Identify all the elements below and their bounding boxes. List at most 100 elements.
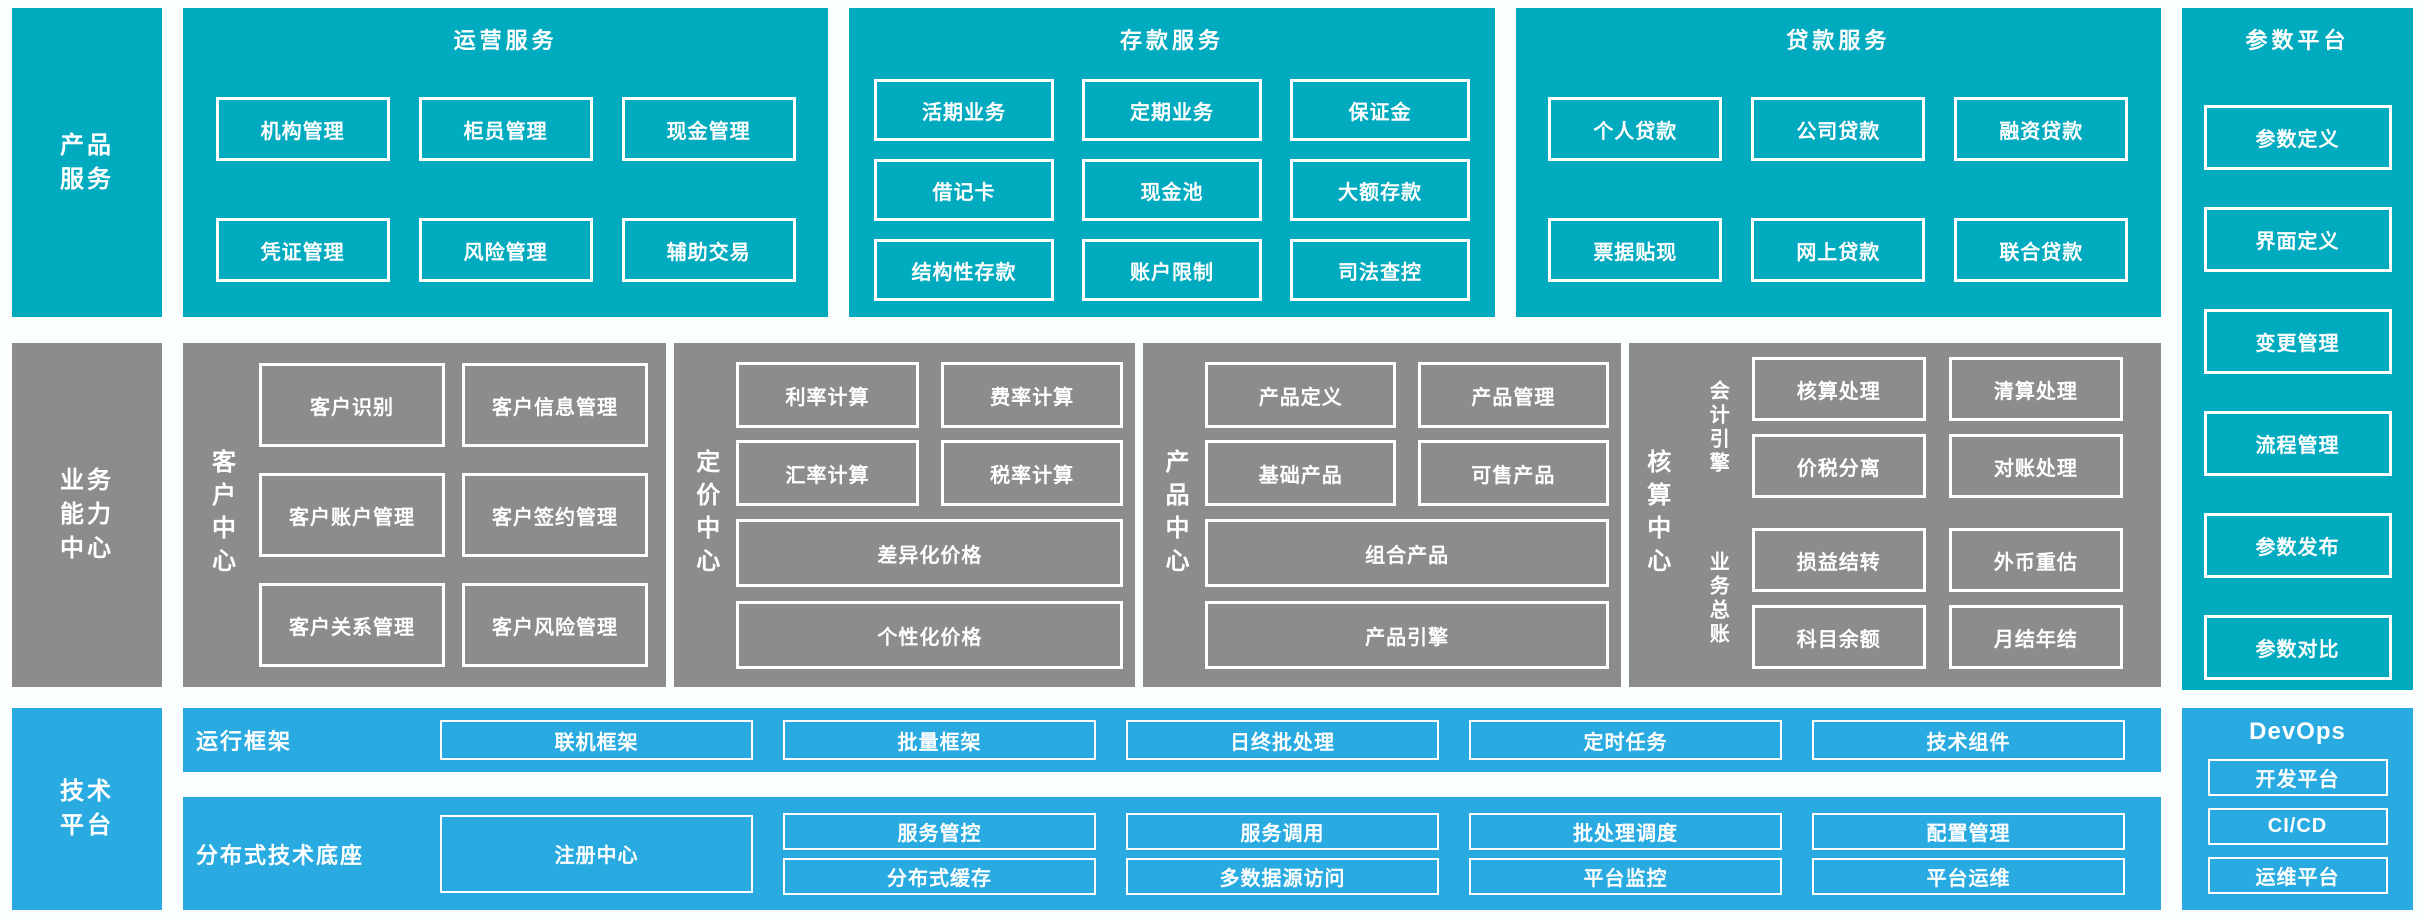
devops-node: 运维平台 xyxy=(2207,857,2388,894)
base-mini-column: 服务管控 分布式缓存 xyxy=(783,812,1096,895)
panel-devops: DevOps 开发平台 CI/CD 运维平台 xyxy=(2182,708,2413,910)
accounting-node: 损益结转 xyxy=(1751,528,1926,592)
accounting-center-label: 核算中心 xyxy=(1642,449,1670,581)
deposit-node: 活期业务 xyxy=(873,79,1054,141)
accounting-node: 月结年结 xyxy=(1948,605,2123,669)
sidebar-tech-platform: 技术平台 xyxy=(12,708,162,910)
ops-node: 机构管理 xyxy=(215,97,390,161)
customer-node: 客户识别 xyxy=(259,363,445,447)
accounting-node: 科目余额 xyxy=(1751,605,1926,669)
deposit-node: 现金池 xyxy=(1081,159,1262,221)
parameter-node: 参数发布 xyxy=(2203,513,2392,578)
runtime-boxes: 联机框架 批量框架 日终批处理 定时任务 技术组件 xyxy=(440,720,2125,760)
base-node: 分布式缓存 xyxy=(783,857,1096,895)
ops-node: 辅助交易 xyxy=(621,218,796,282)
base-node: 批处理调度 xyxy=(1469,812,1782,850)
devops-title: DevOps xyxy=(2249,718,2346,745)
panel-deposit-services: 存款服务 活期业务 定期业务 保证金 借记卡 现金池 大额存款 结构性存款 账户… xyxy=(849,8,1495,317)
product-node-wide: 组合产品 xyxy=(1205,519,1609,587)
product-node: 产品定义 xyxy=(1205,362,1397,428)
panel-parameter-platform: 参数平台 参数定义 界面定义 变更管理 流程管理 参数发布 参数对比 xyxy=(2182,8,2413,690)
customer-node: 客户风险管理 xyxy=(462,583,648,667)
distributed-base-label: 分布式技术底座 xyxy=(196,842,365,868)
runtime-node: 批量框架 xyxy=(783,720,1096,760)
panel-deposit-title: 存款服务 xyxy=(1119,28,1224,53)
product-center-label-wrap: 产品中心 xyxy=(1143,343,1205,687)
pricing-node-wide: 个性化价格 xyxy=(736,601,1124,669)
parameter-node: 流程管理 xyxy=(2203,411,2392,476)
left-sidebar-column: 产品服务 业务能力中心 技术平台 xyxy=(12,8,162,910)
loan-grid: 个人贷款 公司贷款 融资贷款 票据贴现 网上贷款 联合贷款 xyxy=(1548,97,2129,282)
base-mini-column: 批处理调度 平台监控 xyxy=(1469,812,1782,895)
business-ledger-label: 业务总账 xyxy=(1706,550,1729,647)
base-node: 平台监控 xyxy=(1469,857,1782,895)
base-node: 多数据源访问 xyxy=(1126,857,1439,895)
loan-node: 网上贷款 xyxy=(1751,218,1926,282)
loan-node: 个人贷款 xyxy=(1548,97,1723,161)
deposit-node: 结构性存款 xyxy=(873,239,1054,301)
accounting-groups: 会计引擎 核算处理 清算处理 价税分离 对账处理 业务总账 xyxy=(1684,343,2161,687)
pricing-node: 税率计算 xyxy=(940,440,1124,506)
pricing-center-label: 定价中心 xyxy=(691,449,719,581)
panel-loan-services: 贷款服务 个人贷款 公司贷款 融资贷款 票据贴现 网上贷款 联合贷款 xyxy=(1515,8,2161,317)
customer-node: 客户信息管理 xyxy=(462,363,648,447)
accounting-engine-label: 会计引擎 xyxy=(1706,379,1729,476)
panel-operations-title: 运营服务 xyxy=(453,28,558,53)
base-node: 服务管控 xyxy=(783,812,1096,850)
sidebar-product-services-label: 产品服务 xyxy=(60,131,114,193)
runtime-framework-label: 运行框架 xyxy=(196,729,293,754)
distributed-base-band: 分布式技术底座 注册中心 服务管控 分布式缓存 服务调用 多数据源访问 批处理调… xyxy=(183,797,2161,910)
accounting-group-engine: 会计引擎 核算处理 清算处理 价税分离 对账处理 xyxy=(1684,357,2123,498)
pricing-grid: 利率计算 费率计算 汇率计算 税率计算 xyxy=(736,362,1124,506)
pricing-node: 利率计算 xyxy=(736,362,919,428)
panel-product-center: 产品中心 产品定义 产品管理 基础产品 可售产品 组合产品 产品引擎 xyxy=(1143,343,1621,687)
ops-node: 凭证管理 xyxy=(215,218,390,282)
panel-pricing-center: 定价中心 利率计算 费率计算 汇率计算 税率计算 差异化价格 个性化价格 xyxy=(674,343,1136,687)
runtime-framework-band: 运行框架 联机框架 批量框架 日终批处理 定时任务 技术组件 xyxy=(183,708,2161,772)
product-content: 产品定义 产品管理 基础产品 可售产品 组合产品 产品引擎 xyxy=(1205,343,1620,687)
runtime-node: 日终批处理 xyxy=(1126,720,1439,760)
deposit-node: 司法查控 xyxy=(1289,239,1470,301)
accounting-group-ledger: 业务总账 损益结转 外币重估 科目余额 月结年结 xyxy=(1684,528,2123,669)
runtime-node: 联机框架 xyxy=(440,720,753,760)
ops-node: 柜员管理 xyxy=(418,97,593,161)
customer-center-label-wrap: 客户中心 xyxy=(183,343,259,687)
deposit-node: 借记卡 xyxy=(873,159,1054,221)
deposit-node: 保证金 xyxy=(1289,79,1470,141)
accounting-engine-label-wrap: 会计引擎 xyxy=(1684,357,1752,498)
loan-node: 公司贷款 xyxy=(1751,97,1926,161)
base-mini-column: 配置管理 平台运维 xyxy=(1812,812,2125,895)
accounting-node: 价税分离 xyxy=(1751,434,1926,498)
panel-operations-services: 运营服务 机构管理 柜员管理 现金管理 凭证管理 风险管理 辅助交易 xyxy=(183,8,829,317)
loan-node: 票据贴现 xyxy=(1548,218,1723,282)
business-ledger-label-wrap: 业务总账 xyxy=(1684,528,1752,669)
customer-node: 客户账户管理 xyxy=(259,473,445,557)
product-node: 产品管理 xyxy=(1418,362,1609,428)
panel-customer-center: 客户中心 客户识别 客户信息管理 客户账户管理 客户签约管理 客户关系管理 客户… xyxy=(183,343,667,687)
sidebar-business-capability-label: 业务能力中心 xyxy=(60,467,114,562)
customer-node: 客户关系管理 xyxy=(259,583,445,667)
parameter-node: 参数定义 xyxy=(2203,105,2392,170)
loan-node: 联合贷款 xyxy=(1954,218,2129,282)
product-node-wide: 产品引擎 xyxy=(1205,601,1609,669)
customer-grid: 客户识别 客户信息管理 客户账户管理 客户签约管理 客户关系管理 客户风险管理 xyxy=(259,363,648,687)
deposit-node: 定期业务 xyxy=(1081,79,1262,141)
ops-node: 风险管理 xyxy=(418,218,593,282)
deposit-grid: 活期业务 定期业务 保证金 借记卡 现金池 大额存款 结构性存款 账户限制 司法… xyxy=(873,79,1470,301)
runtime-node: 技术组件 xyxy=(1812,720,2125,760)
pricing-node: 汇率计算 xyxy=(736,440,919,506)
loan-node: 融资贷款 xyxy=(1954,97,2129,161)
product-services-band: 运营服务 机构管理 柜员管理 现金管理 凭证管理 风险管理 辅助交易 存款服务 … xyxy=(183,8,2161,317)
customer-node: 客户签约管理 xyxy=(462,473,648,557)
runtime-node: 定时任务 xyxy=(1469,720,1782,760)
sidebar-product-services: 产品服务 xyxy=(12,8,162,317)
business-capability-band: 客户中心 客户识别 客户信息管理 客户账户管理 客户签约管理 客户关系管理 客户… xyxy=(183,343,2161,687)
deposit-node: 大额存款 xyxy=(1289,159,1470,221)
accounting-center-label-wrap: 核算中心 xyxy=(1629,343,1684,687)
product-grid: 产品定义 产品管理 基础产品 可售产品 xyxy=(1205,362,1609,506)
pricing-center-label-wrap: 定价中心 xyxy=(674,343,736,687)
devops-node: 开发平台 xyxy=(2207,759,2388,796)
parameter-node: 参数对比 xyxy=(2203,615,2392,680)
parameter-boxes: 参数定义 界面定义 变更管理 流程管理 参数发布 参数对比 xyxy=(2203,105,2392,680)
